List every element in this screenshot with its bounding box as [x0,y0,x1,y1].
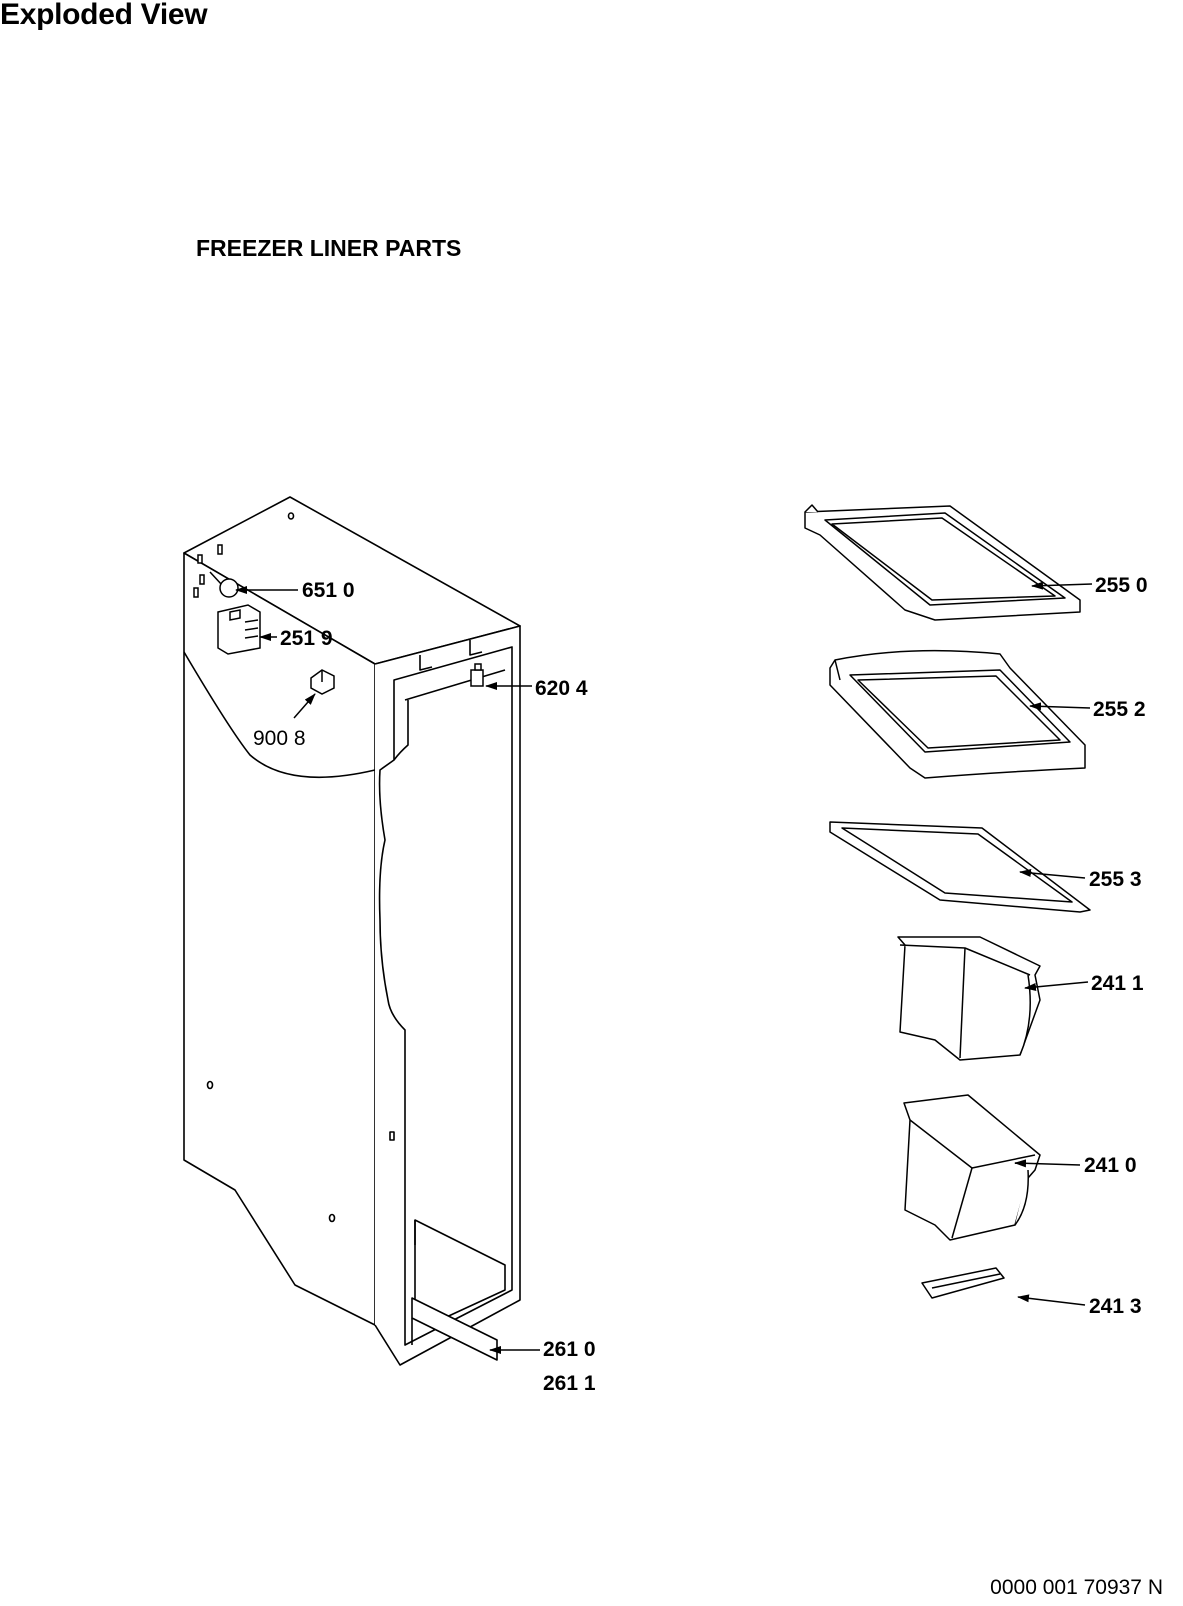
switch-620-4 [470,663,484,687]
callout-261-0: 261 0 [543,1338,596,1361]
section-subtitle: FREEZER LINER PARTS [196,235,462,261]
callout-241-1: 241 1 [1091,972,1144,995]
callout-labels: 651 0 251 9 620 4 900 8 261 0 261 1 255 … [253,574,1148,1395]
bin-retainer-241-3 [921,1267,1005,1299]
callout-251-9: 251 9 [280,627,333,650]
shelf-255-0 [804,504,1081,621]
leader-900-8 [293,693,316,719]
callout-651-0: 651 0 [302,579,355,602]
shelf-255-2 [829,649,1086,779]
leader-241-1 [1024,981,1089,991]
callout-241-0: 241 0 [1084,1154,1137,1177]
callout-620-4: 620 4 [535,677,588,700]
clip-251-9 [217,604,261,655]
leader-255-0 [1031,581,1093,590]
damper-900-8 [310,669,335,695]
document-number: 0000 001 70937 N [990,1576,1163,1599]
callout-900-8: 900 8 [253,727,306,750]
leader-255-2 [1029,702,1091,711]
bin-241-0 [903,1094,1041,1241]
shelf-255-3 [829,821,1091,913]
callout-255-2: 255 2 [1093,698,1146,721]
leader-241-3 [1017,1294,1086,1306]
page-title: Exploded View [0,0,208,31]
callout-255-3: 255 3 [1089,868,1142,891]
leader-255-3 [1019,869,1086,879]
light-socket-651-0 [193,544,239,598]
callout-241-3: 241 3 [1089,1295,1142,1318]
leader-241-0 [1014,1159,1081,1168]
callout-261-1: 261 1 [543,1372,596,1395]
callout-leaders [235,581,1093,1354]
freezer-liner [183,496,521,1366]
bin-241-1 [897,936,1041,1061]
callout-255-0: 255 0 [1095,574,1148,597]
